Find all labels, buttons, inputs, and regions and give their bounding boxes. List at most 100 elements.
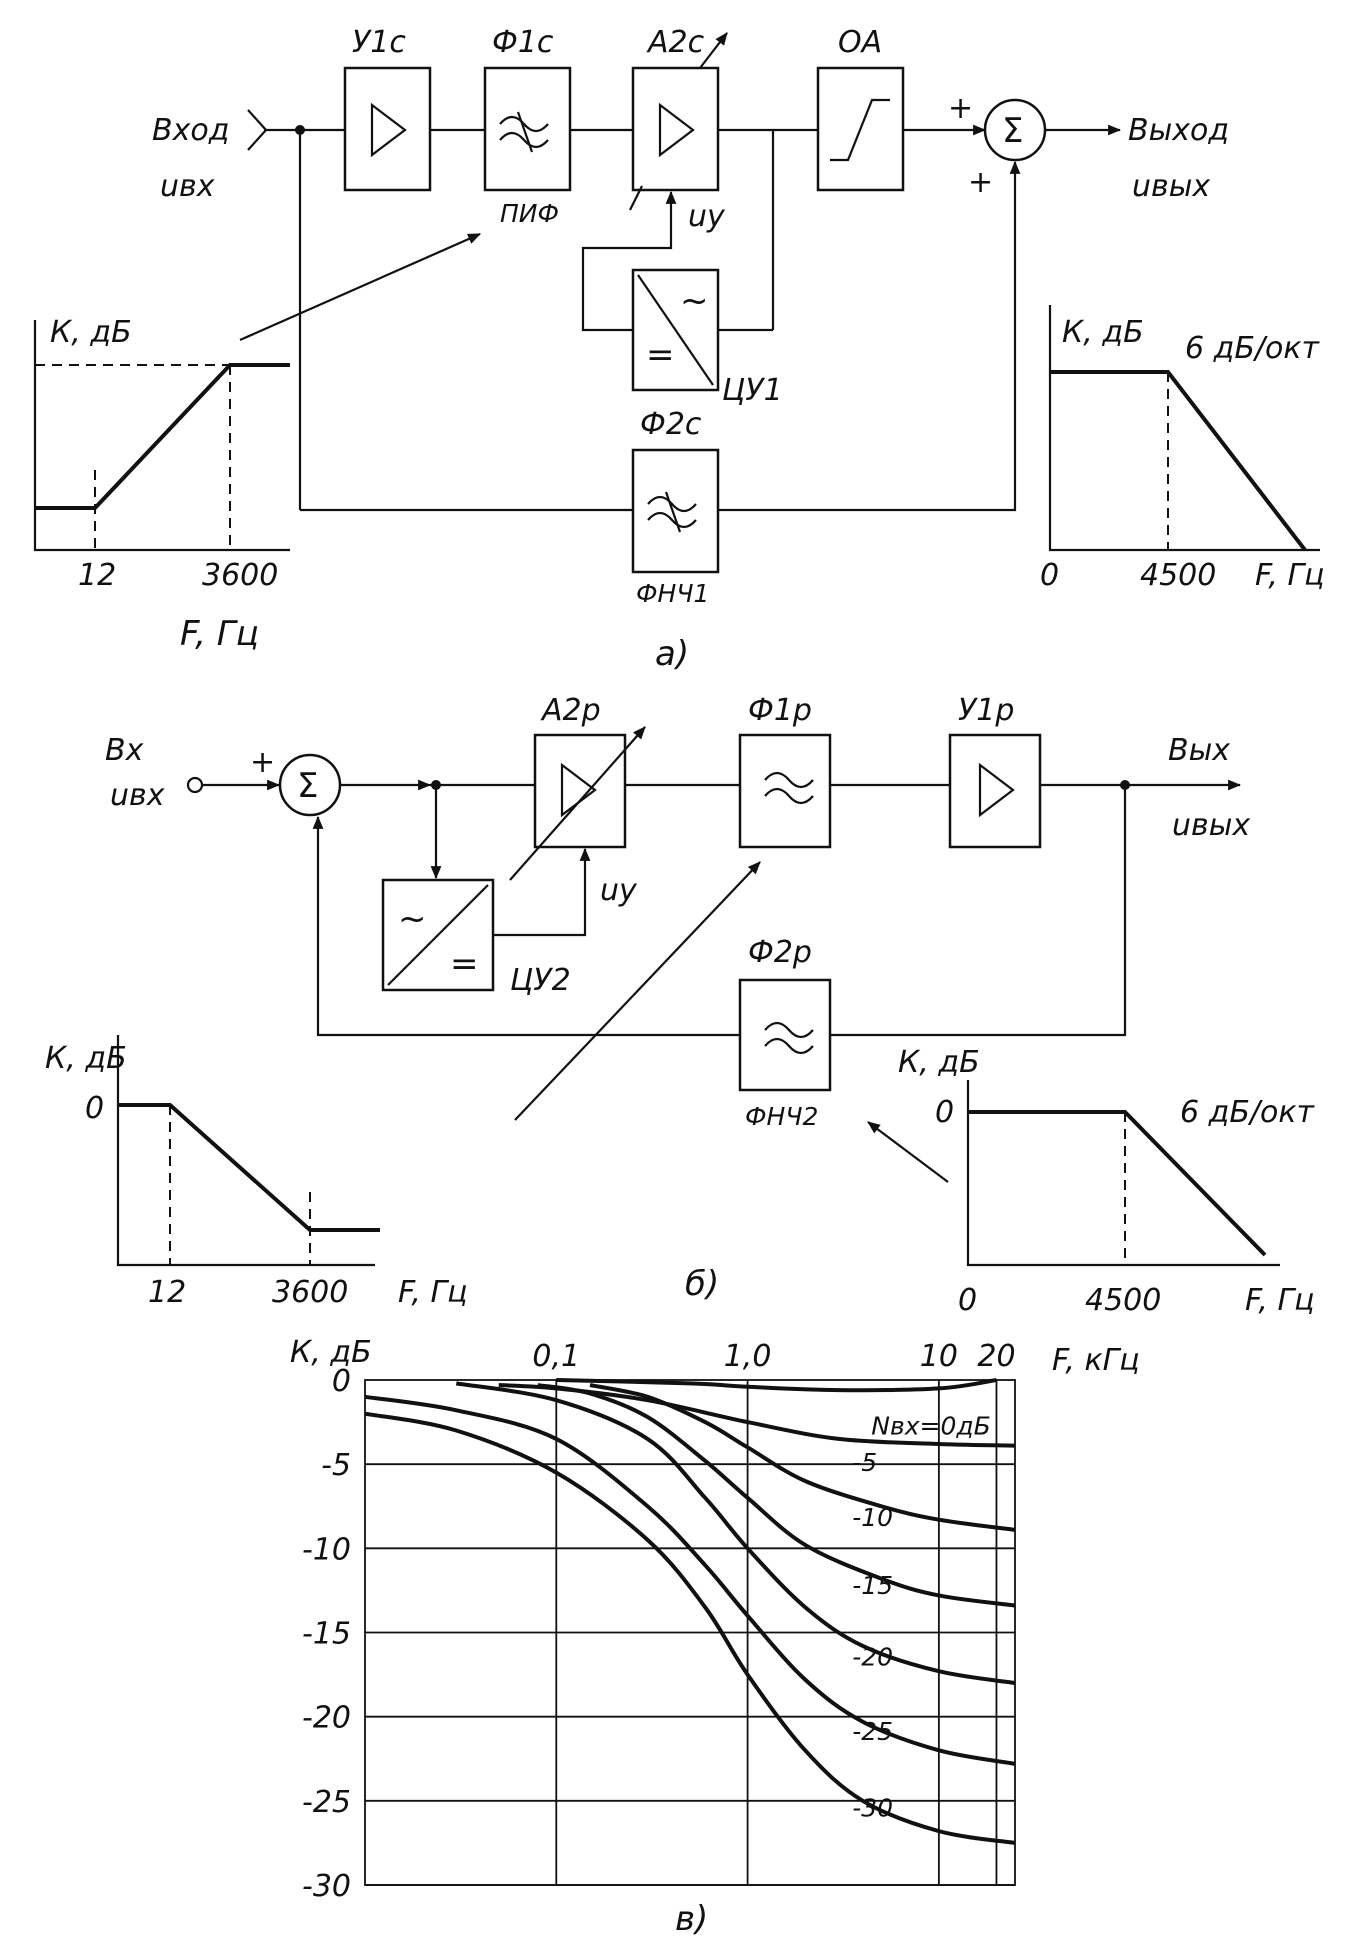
rectifier-ac-b: ~ [398, 899, 427, 939]
variable-gain-arrow-b [509, 726, 646, 881]
sum-symbol-a: Σ [1002, 111, 1023, 151]
rectifier-label-a: ЦУ1 [722, 373, 783, 408]
input-voltage-b: uвх [110, 778, 165, 813]
right-graph-tick-0-b: 0 [958, 1283, 977, 1318]
right-graph-curve-a [1050, 370, 1307, 552]
left-graph-curve-a [35, 363, 290, 510]
series-label-5: -25 [852, 1717, 893, 1746]
amp-block-a [343, 66, 432, 192]
y-tick-label: -25 [302, 1785, 351, 1820]
left-graph-ylabel-a: К, дБ [50, 315, 132, 350]
rectifier-ac-a: ~ [680, 281, 709, 321]
right-graph-zero-b: 0 [935, 1095, 954, 1130]
x-tick-label: 20 [977, 1339, 1015, 1374]
y-tick-label: -15 [302, 1617, 351, 1652]
series-label-4: -20 [852, 1643, 893, 1672]
series-curve-0 [556, 1378, 997, 1393]
series-curve-6 [364, 1411, 1016, 1845]
filter2-block-a [631, 448, 720, 574]
vca-block-a [631, 66, 720, 192]
variable-gain-arrow-a [699, 32, 728, 69]
diagram-a: Вход uвх У1с Ф1с ПИФ А2с ОА Σ + + Выход [33, 25, 1325, 674]
pointer-arrow-b1 [514, 861, 761, 1121]
left-graph-tick-12-a: 12 [78, 558, 116, 593]
filter2-block-b [738, 978, 832, 1092]
input-terminal-a [247, 109, 268, 151]
series-curve-4 [455, 1381, 1016, 1685]
left-graph-axes-b [116, 1035, 375, 1267]
filter1-label-a: Ф1с [492, 25, 554, 60]
control-label-a: uу [688, 199, 726, 234]
chart-curves [364, 1378, 1016, 1845]
right-graph-slope-b: 6 дБ/окт [1180, 1095, 1316, 1130]
amp-label-b: У1р [958, 693, 1014, 728]
filter2-sublabel-a: ФНЧ1 [636, 579, 709, 608]
left-graph-ylabel-b: К, дБ [45, 1041, 127, 1076]
chart-grid [365, 1380, 1015, 1886]
input-label-b: Вх [105, 733, 144, 768]
filter2-label-b: Ф2р [748, 935, 812, 970]
filter2-label-a: Ф2с [640, 407, 702, 442]
left-graph-curve-b [118, 1103, 380, 1232]
filter2-sublabel-b: ФНЧ2 [745, 1102, 818, 1131]
filter-tilde-icon [499, 115, 549, 133]
input-terminal-b [186, 776, 204, 794]
input-label-a: Вход [152, 113, 229, 148]
vca-triangle-icon [658, 102, 695, 158]
output-voltage-a: uвых [1132, 169, 1210, 204]
limiter-curve-icon [830, 98, 890, 162]
series-label-1: -5 [852, 1448, 877, 1477]
y-tick-label: -20 [302, 1701, 351, 1736]
rectifier-dc-b: = [450, 944, 479, 984]
left-graph-axes-a [33, 320, 290, 552]
rectifier-label-b: ЦУ2 [510, 963, 571, 998]
series-label-6: -30 [852, 1794, 893, 1823]
filter1-block-a [483, 66, 572, 192]
diagram-b: Вх uвх + Σ А2р Ф1р У1р Вых uвых ~ = [45, 693, 1316, 1318]
plus-bottom-a: + [968, 165, 993, 200]
left-graph-tick-f-b: F, Гц [398, 1275, 468, 1310]
amp-block-b [948, 733, 1042, 849]
right-graph-tick-f-a: F, Гц [1255, 558, 1325, 593]
y-tick-label: -5 [321, 1448, 351, 1483]
y-tick-label: -10 [302, 1532, 351, 1567]
left-graph-xlabel-a: F, Гц [180, 614, 259, 654]
caption-b: б) [685, 1264, 719, 1304]
chart-x-ticks: 0,1 1,0 10 20 [532, 1339, 1015, 1374]
series-curve-5 [364, 1394, 1016, 1766]
x-tick-label: 10 [920, 1339, 958, 1374]
y-tick-label: 0 [332, 1364, 351, 1399]
right-graph-tick-0-a: 0 [1040, 558, 1059, 593]
right-graph-tick-4500-a: 4500 [1140, 558, 1216, 593]
series-curve-2 [589, 1383, 1016, 1532]
amp-triangle-b-icon [978, 762, 1015, 818]
right-graph-curve-b [968, 1110, 1267, 1257]
series-label-3: -15 [852, 1571, 893, 1600]
left-graph-tick-3600-a: 3600 [202, 558, 278, 593]
input-voltage-a: uвх [160, 169, 215, 204]
caption-c: в) [675, 1899, 708, 1939]
control-label-b: uу [600, 873, 638, 908]
amp-label-a: У1с [352, 25, 406, 60]
filter1-sublabel-a: ПИФ [500, 199, 559, 228]
y-tick-label: -30 [302, 1869, 351, 1904]
chart-series-labels: Nвх=0дБ-5-10-15-20-25-30 [852, 1411, 991, 1822]
x-tick-label: 0,1 [532, 1339, 580, 1374]
right-graph-tick-4500-b: 4500 [1085, 1283, 1161, 1318]
right-graph-slope-a: 6 дБ/окт [1185, 331, 1321, 366]
plus-b: + [250, 745, 275, 780]
plus-top-a: + [948, 91, 973, 126]
chart-xlabel: F, кГц [1052, 1343, 1140, 1378]
left-graph-tick-12-b: 12 [148, 1275, 186, 1310]
sum-symbol-b: Σ [297, 766, 318, 806]
chart-y-ticks: 0 -5 -10 -15 -20 -25 -30 [302, 1364, 351, 1904]
output-label-b: Вых [1168, 733, 1230, 768]
amp-triangle-icon [370, 102, 407, 158]
pointer-arrow-a [239, 232, 481, 342]
right-graph-ylabel-b: К, дБ [898, 1045, 980, 1080]
right-graph-tick-f-b: F, Гц [1245, 1283, 1315, 1318]
vca-label-b: А2р [540, 693, 601, 728]
x-tick-label: 1,0 [724, 1339, 772, 1374]
